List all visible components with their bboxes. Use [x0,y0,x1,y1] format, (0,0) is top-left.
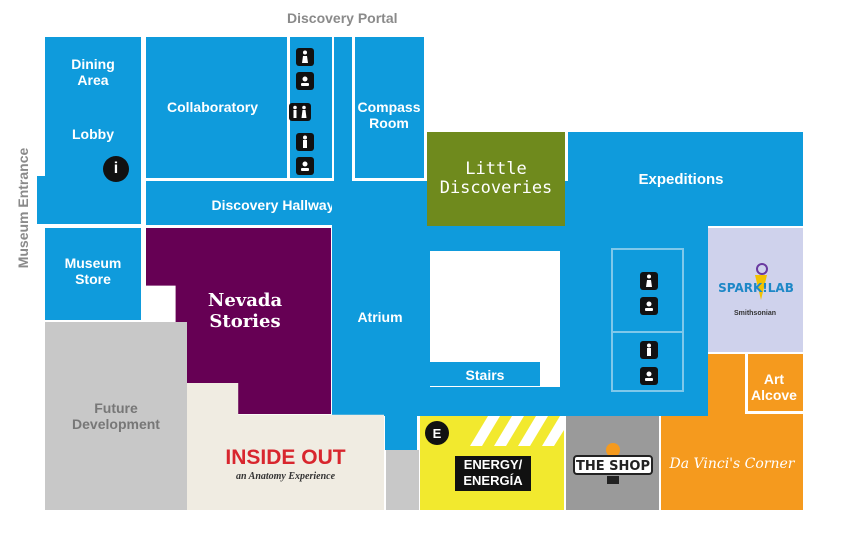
stairs[interactable] [430,362,540,386]
lobby-label: Lobby [72,126,114,142]
expeditions-label: Expeditions [638,171,724,188]
room-expeditions[interactable] [568,132,803,226]
women-restroom-icon [640,272,658,290]
room-da-vincis-corner[interactable] [661,416,803,510]
room-spark-lab[interactable] [708,228,803,352]
spark-lab-text: SPARK!LAB [718,281,794,295]
compass-room-label: Compass Room [357,99,421,131]
spark-lab-logo: SPARK!LAB [715,262,797,302]
service-area [386,450,419,510]
room-art-alcove[interactable] [745,354,803,414]
energy-stripes [470,416,564,446]
stairs-label: Stairs [465,367,505,383]
compass-divider [352,37,355,180]
compass-divider-bottom [352,178,424,181]
men-restroom-icon [640,341,658,359]
atrium-label: Atrium [357,309,403,325]
energy-label: ENERGY/ ENERGÍA [455,456,531,491]
da-vincis-corner-label: Da Vinci's Corner [669,456,795,472]
collaboratory-label: Collaboratory [166,99,258,115]
room-museum-store[interactable] [45,228,141,320]
room-compass[interactable] [334,37,424,182]
room-little-discoveries[interactable] [427,132,565,226]
dining-area-label: Dining Area [71,56,115,88]
baby-changing-icon [296,157,314,175]
women-restroom-icon [296,48,314,66]
atrium-extension [385,410,417,450]
family-restroom-icon [289,103,311,121]
inside-out-title: INSIDE OUT [225,446,346,469]
art-alcove-label: Art Alcove [751,371,797,403]
smithsonian-label: Smithsonian [733,310,776,317]
discovery-hallway-label: Discovery Hallway [211,197,335,213]
room-future-development[interactable] [45,322,187,510]
inside-out-subtitle: an Anatomy Experience [235,471,336,482]
little-discoveries-label: Little Discoveries [439,159,553,198]
baby-changing-icon [640,297,658,315]
restroom-block-top [287,37,332,178]
elevator-icon: E [425,421,449,445]
future-development-label: Future Development [72,400,160,432]
the-shop-text: THE SHOP [576,459,650,474]
museum-store-label: Museum Store [64,255,122,287]
restroom-block-divider [611,331,684,333]
room-dining-lobby[interactable] [45,37,141,224]
the-shop-logo: THE SHOP [571,440,655,486]
museum-entrance-label: Museum Entrance [15,147,31,269]
men-restroom-icon [296,133,314,151]
nevada-stories-label: Nevada Stories [207,290,283,332]
discovery-portal-label: Discovery Portal [287,10,398,26]
entrance-vestibule [37,176,47,224]
restroom-block-right [611,248,684,392]
future-dev-notch [170,322,187,382]
baby-changing-icon [640,367,658,385]
info-icon: i [103,156,129,182]
baby-changing-icon [296,72,314,90]
